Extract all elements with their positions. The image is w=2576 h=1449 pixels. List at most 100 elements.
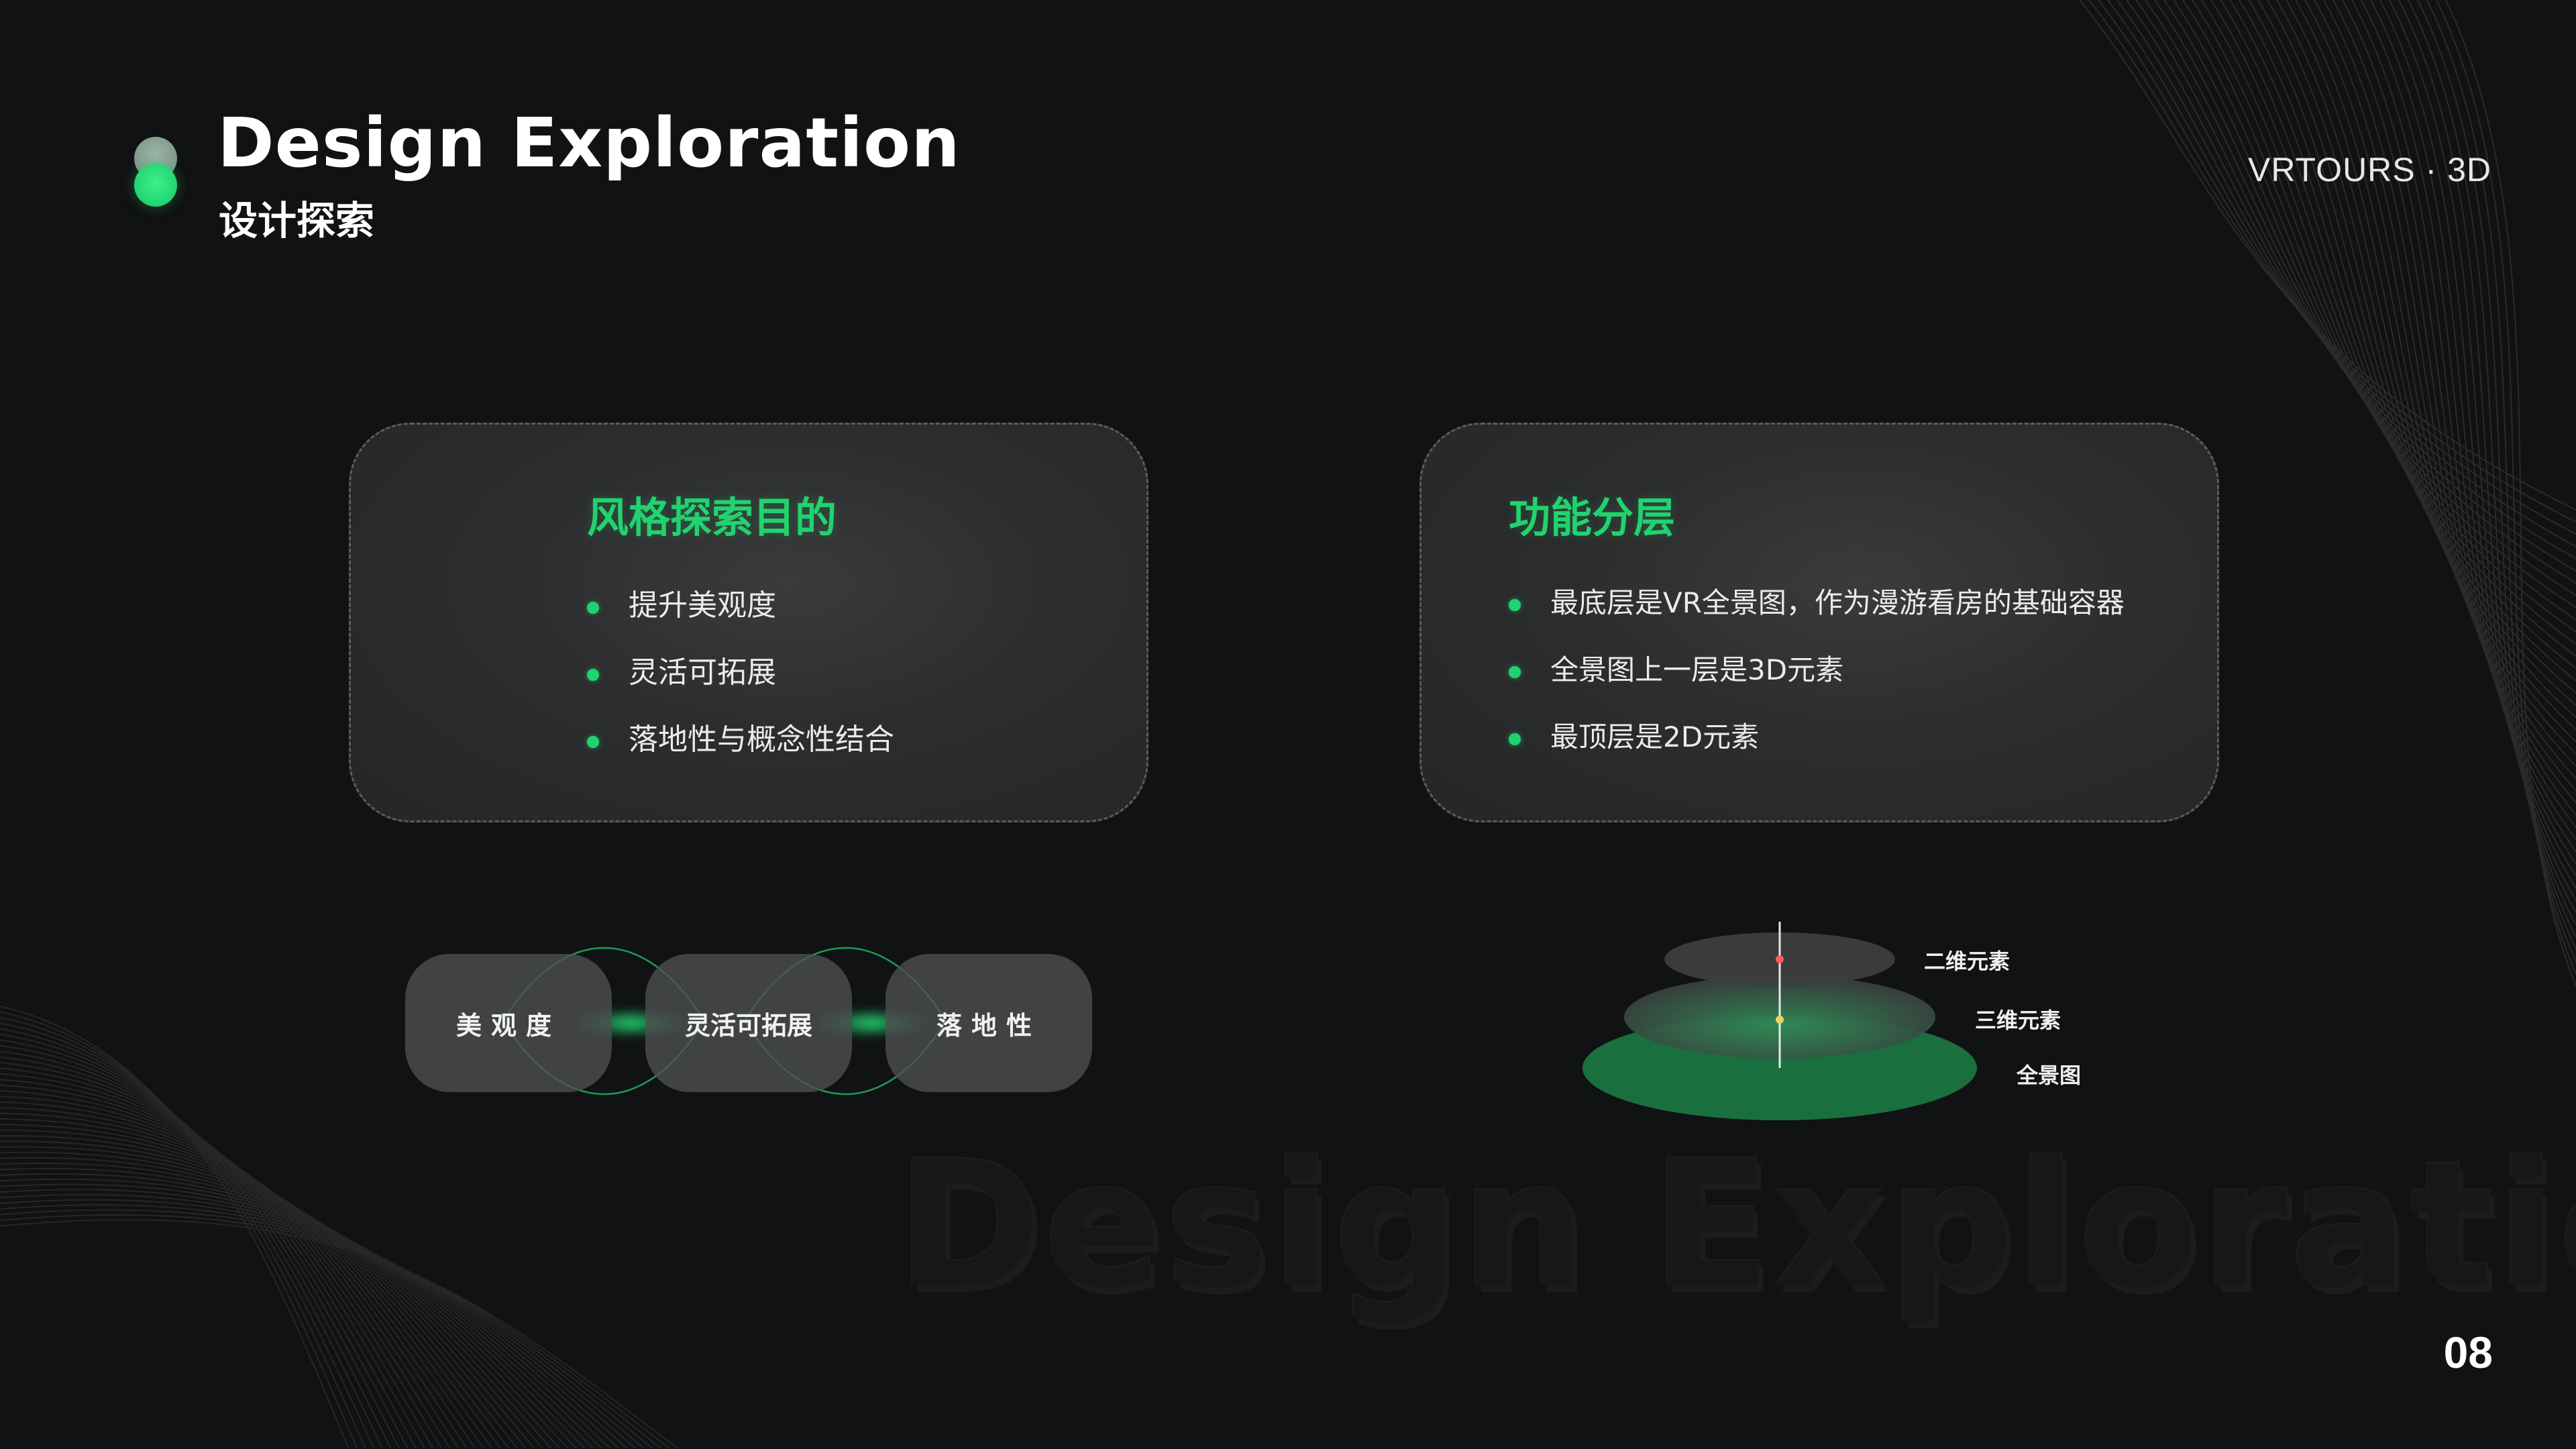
deco-wave-line (2389, 0, 2576, 914)
card-title: 风格探索目的 (587, 493, 837, 542)
deco-wave-line (0, 1011, 358, 1449)
deco-wave-line (0, 1129, 535, 1449)
list-item-text: 最顶层是2D元素 (1550, 720, 1760, 753)
deco-wave-line (0, 1167, 595, 1449)
deco-wave-line (0, 1062, 434, 1449)
deco-wave-line (0, 1016, 367, 1449)
deco-wave-line (0, 1034, 392, 1449)
bullet-dot (587, 602, 599, 614)
list-item-text: 提升美观度 (629, 588, 776, 623)
layer-diagram: 二维元素 三维元素 全景图 (1576, 912, 2127, 1140)
deco-wave-line (0, 1107, 502, 1449)
deco-wave-line (0, 1140, 553, 1449)
deco-wave-line (0, 1044, 409, 1449)
deco-wave-line (0, 1135, 544, 1449)
deco-wave-line (2398, 0, 2576, 926)
deco-wave-line (0, 1193, 637, 1449)
deco-wave-line (0, 1056, 426, 1449)
deco-wave-line (0, 1118, 519, 1449)
page-subtitle: 设计探索 (219, 198, 375, 244)
layers-list: 最底层是VR全景图，作为漫游看房的基础容器 全景图上一层是3D元素 最顶层是2D… (1509, 570, 2125, 771)
bullet-dot (1509, 599, 1521, 611)
style-purpose-card: 风格探索目的 提升美观度 灵活可拓展 落地性与概念性结合 (349, 423, 1148, 822)
deco-wave-line (2436, 0, 2576, 974)
deco-wave-line (0, 1084, 468, 1449)
deco-wave-line (2286, 0, 2576, 780)
pill-practical: 落地性 (885, 954, 1092, 1092)
deco-wave-line (2201, 0, 2576, 669)
list-item-text: 灵活可拓展 (629, 655, 776, 690)
deco-wave-line (2239, 0, 2576, 718)
deco-wave-line (2426, 0, 2576, 962)
deco-wave-line (2332, 0, 2576, 840)
logo-mark (131, 134, 180, 215)
bullet-dot (587, 736, 599, 748)
deco-wave-line (0, 1039, 400, 1449)
card-title: 功能分层 (1509, 493, 1676, 542)
deco-wave-line (0, 1022, 375, 1449)
deco-wave-line (0, 1095, 485, 1449)
deco-wave-line (0, 1219, 680, 1449)
deco-wave-line (2379, 0, 2576, 901)
background-watermark-text: Design Exploratio (896, 1124, 2576, 1327)
list-item: 提升美观度 (587, 572, 894, 639)
deco-wave-line (2163, 0, 2576, 621)
list-item: 灵活可拓展 (587, 639, 894, 706)
3d-marker (1776, 1016, 1784, 1024)
deco-wave-line (2276, 0, 2576, 767)
layer-label-3d: 三维元素 (1975, 1008, 2061, 1033)
layer-stack-graphic (1582, 922, 1977, 1120)
deco-wave-line (2220, 0, 2576, 694)
deco-wave-line (0, 1006, 350, 1449)
deco-wave-line (0, 1101, 494, 1449)
deco-wave-line (2210, 0, 2576, 682)
deco-wave-line (2445, 0, 2576, 987)
deco-wave-line (0, 1183, 620, 1449)
deco-wave-line (0, 1204, 654, 1449)
bullet-dot (1509, 666, 1521, 678)
deco-wave-line (2192, 0, 2576, 657)
deco-wave-line (0, 1163, 586, 1449)
pill-aesthetics: 美观度 (405, 954, 612, 1092)
logo-dot-green (134, 164, 177, 207)
page-number: 08 (2443, 1328, 2493, 1377)
deco-wave-line (0, 1073, 451, 1449)
deco-wave-line (2342, 0, 2576, 853)
list-item-text: 落地性与概念性结合 (629, 722, 894, 757)
list-item-text: 全景图上一层是3D元素 (1550, 653, 1844, 686)
deco-wave-line (0, 1079, 460, 1449)
purpose-list: 提升美观度 灵活可拓展 落地性与概念性结合 (587, 572, 894, 773)
deco-wave-line (2248, 0, 2576, 731)
brand-label: VRTOURS · 3D (2247, 151, 2491, 189)
deco-wave-line (0, 1178, 612, 1449)
deco-wave-line (0, 1157, 578, 1449)
deco-wave-line (0, 1214, 671, 1449)
deco-wave-line (2295, 0, 2576, 792)
deco-wave-line (0, 1028, 384, 1449)
deco-wave-line (0, 1051, 417, 1449)
list-item-text: 最底层是VR全景图，作为漫游看房的基础容器 (1550, 586, 2125, 619)
deco-wave-line (0, 1146, 561, 1449)
deco-wave-line (0, 1189, 629, 1449)
deco-wave-line (2182, 0, 2576, 645)
deco-wave-line (0, 1199, 645, 1449)
2d-marker (1776, 955, 1784, 963)
deco-wave-line (0, 1124, 527, 1449)
deco-wave-line (2257, 0, 2576, 743)
deco-wave-line (2304, 0, 2576, 804)
function-layers-card: 功能分层 最底层是VR全景图，作为漫游看房的基础容器 全景图上一层是3D元素 最… (1419, 423, 2219, 822)
deco-wave-line (2408, 0, 2576, 938)
deco-wave-line (0, 1112, 511, 1449)
list-item: 最顶层是2D元素 (1509, 704, 2125, 771)
deco-wave-line (2314, 0, 2576, 816)
deco-wave-line (2351, 0, 2576, 865)
deco-wave-line (2370, 0, 2576, 889)
list-item: 全景图上一层是3D元素 (1509, 637, 2125, 704)
deco-wave-line (2229, 0, 2576, 706)
deco-wave-line (0, 1151, 570, 1449)
page-title: Design Exploration (217, 103, 961, 183)
bullet-dot (1509, 733, 1521, 745)
bullet-dot (587, 669, 599, 681)
pill-diagram: 美观度 灵活可拓展 落地性 (402, 920, 1100, 1122)
layer-label-2d: 二维元素 (1924, 949, 2010, 974)
